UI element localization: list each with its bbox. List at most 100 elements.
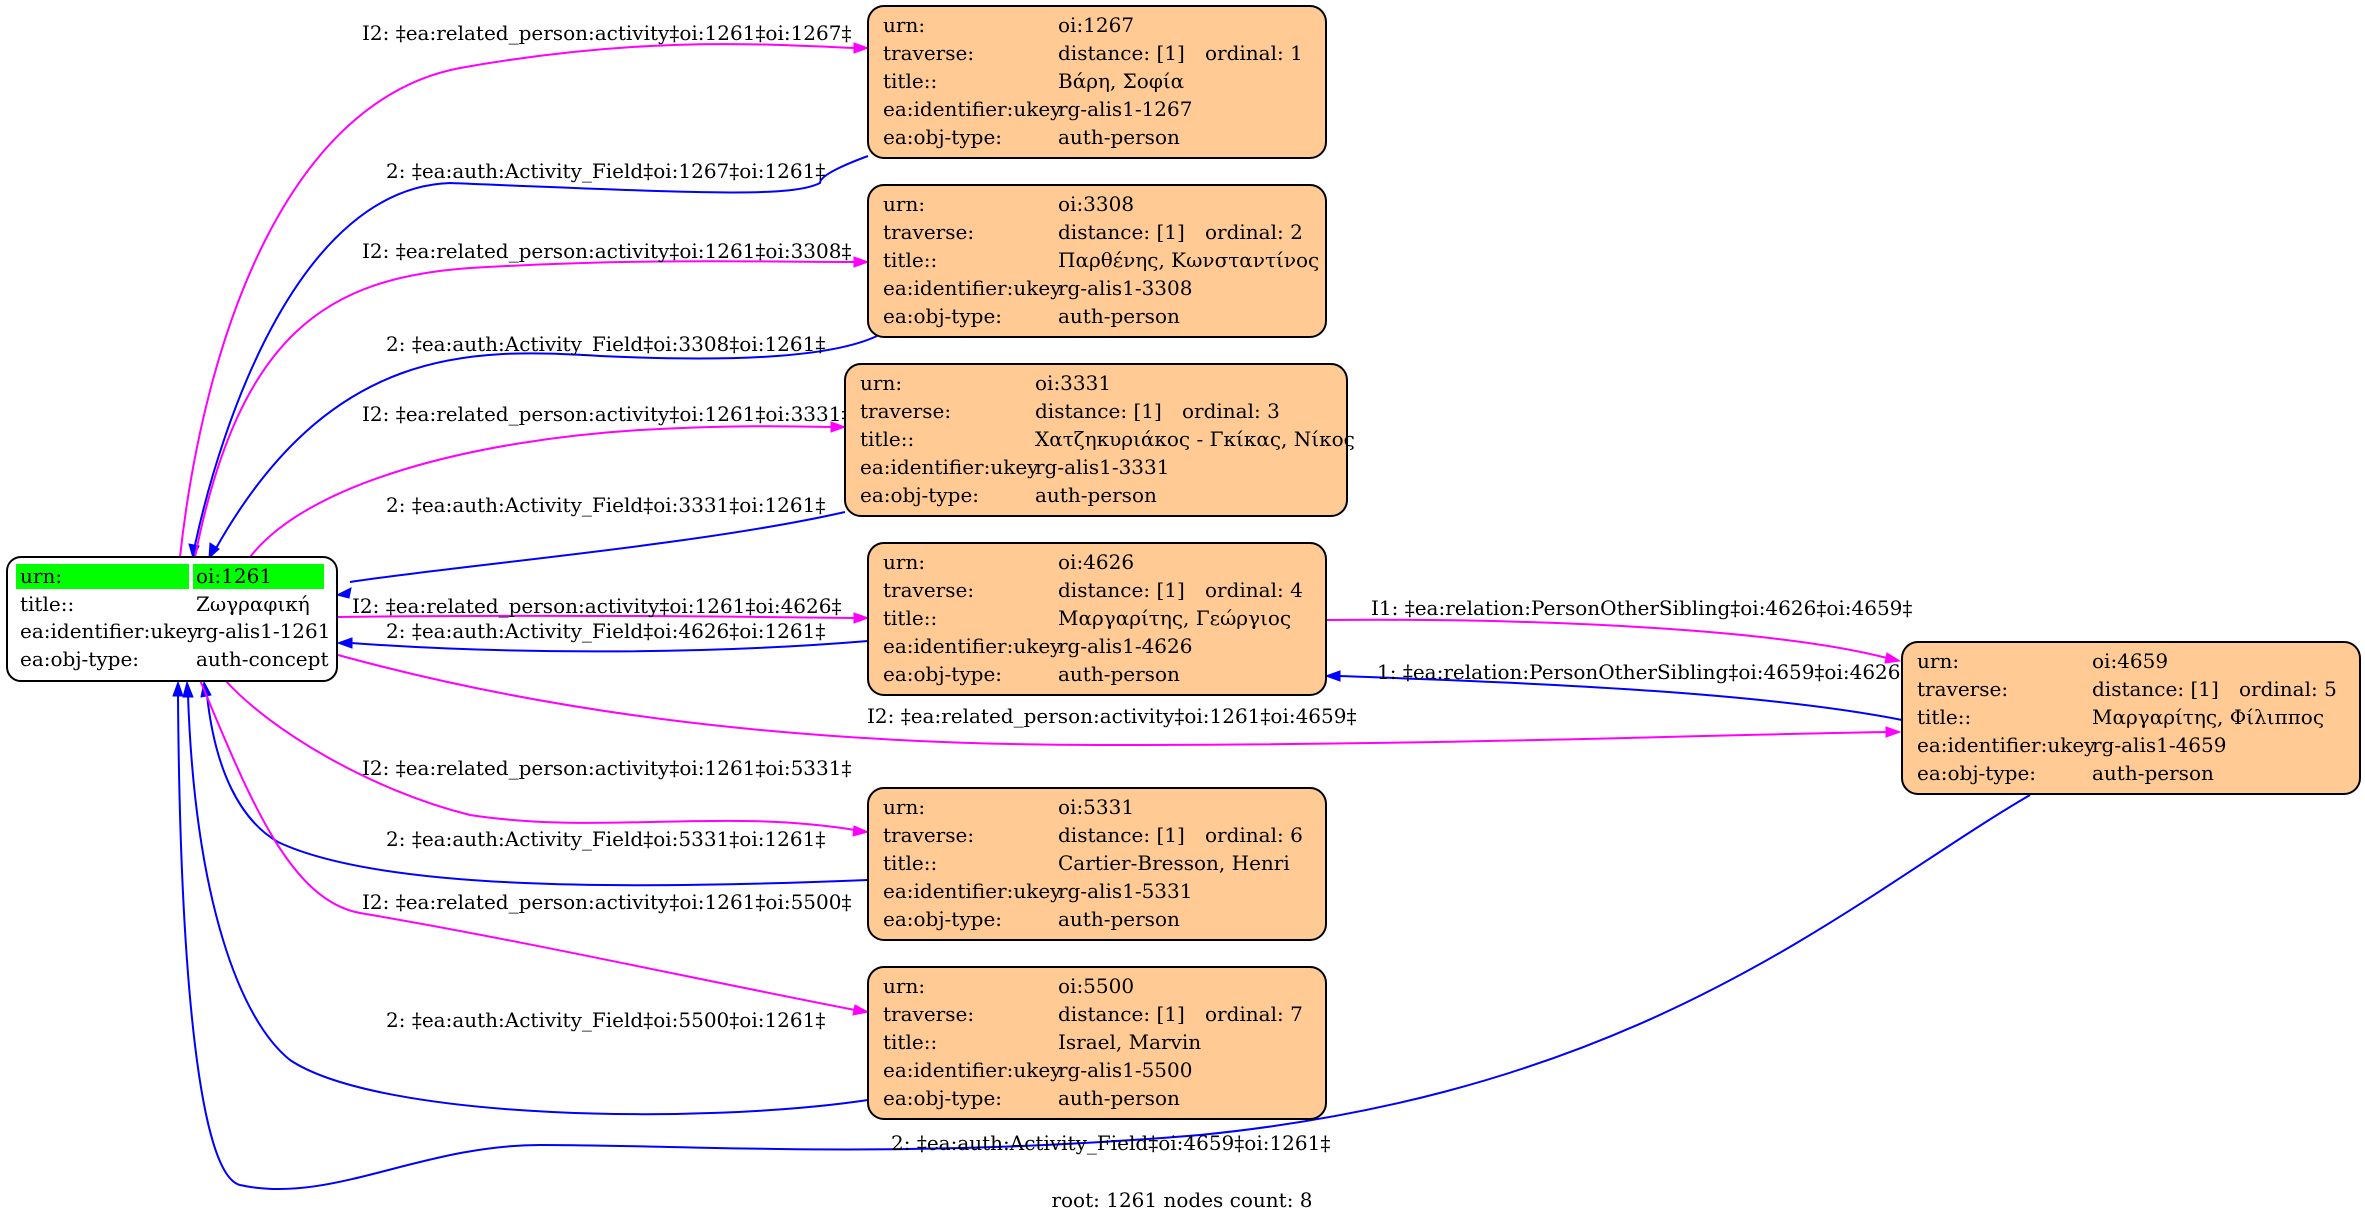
edge-related-1261-3331 — [249, 425, 833, 558]
row-key: traverse: — [883, 1002, 974, 1026]
row-key: title:: — [883, 1030, 937, 1054]
row-value: rg-alis1-5331 — [1058, 879, 1192, 903]
row-value: Βάρη, Σοφία — [1058, 69, 1184, 93]
row-value: oi:1267 — [1058, 13, 1134, 37]
graph-footer: root: 1261 nodes count: 8 — [1051, 1188, 1312, 1212]
edge-label: I2: ‡ea:related_person:activity‡oi:1261‡… — [867, 704, 1356, 728]
row-value: ordinal: 5 — [2239, 677, 2337, 701]
edge-label: I2: ‡ea:related_person:activity‡oi:1261‡… — [362, 21, 851, 45]
row-key: title:: — [883, 248, 937, 272]
person-node-4626[interactable]: urn: oi:4626 traverse: distance: [1] ord… — [867, 542, 1327, 696]
edge-label: 2: ‡ea:auth:Activity_Field‡oi:4626‡oi:12… — [386, 619, 825, 643]
row-value: auth-person — [2092, 761, 2214, 785]
row-key: urn: — [883, 974, 925, 998]
row-value: rg-alis1-4659 — [2092, 733, 2226, 757]
row-key: ea:identifier:ukey — [883, 276, 1062, 300]
row-key: urn: — [1917, 649, 1959, 673]
edge-label: I2: ‡ea:related_person:activity‡oi:1261‡… — [362, 239, 851, 263]
row-value: oi:3308 — [1058, 192, 1134, 216]
row-key: traverse: — [1917, 677, 2008, 701]
arrowhead — [336, 637, 353, 649]
row-key: ea:obj-type: — [1917, 761, 2036, 785]
row-key: traverse: — [883, 578, 974, 602]
row-value: Μαργαρίτης, Γεώργιος — [1058, 606, 1291, 630]
arrowhead — [853, 256, 870, 268]
edge-label: I2: ‡ea:related_person:activity‡oi:1261‡… — [362, 402, 851, 426]
person-node-3331[interactable]: urn: oi:3331 traverse: distance: [1] ord… — [844, 363, 1355, 517]
edge-label: I2: ‡ea:related_person:activity‡oi:1261‡… — [362, 890, 851, 914]
person-node-4659[interactable]: urn: oi:4659 traverse: distance: [1] ord… — [1901, 641, 2361, 795]
row-value: oi:5500 — [1058, 974, 1134, 998]
row-value: auth-person — [1058, 304, 1180, 328]
person-node-3308[interactable]: urn: oi:3308 traverse: distance: [1] ord… — [867, 184, 1327, 338]
row-key: traverse: — [883, 823, 974, 847]
row-value: auth-person — [1035, 483, 1157, 507]
row-key: title:: — [883, 851, 937, 875]
edge-related-1261-5331 — [224, 679, 856, 831]
row-value: rg-alis1-3331 — [1035, 455, 1169, 479]
row-value: rg-alis1-3308 — [1058, 276, 1192, 300]
edge-sibling-4659-4626 — [1339, 675, 1903, 721]
row-key: urn: — [860, 371, 902, 395]
edge-labels-layer: I2: ‡ea:related_person:activity‡oi:1261‡… — [352, 21, 1912, 1155]
row-key: ea:identifier:ukey — [883, 634, 1062, 658]
row-value: rg-alis1-5500 — [1058, 1058, 1192, 1082]
person-node-1267[interactable]: urn: oi:1267 traverse: distance: [1] ord… — [867, 5, 1327, 159]
arrowhead — [172, 680, 184, 697]
row-value: distance: [1] — [1058, 220, 1185, 244]
edges-layer — [172, 42, 2031, 1190]
row-value: oi:4659 — [2092, 649, 2168, 673]
row-value: auth-person — [1058, 907, 1180, 931]
edge-activity-5500-1261 — [187, 694, 869, 1116]
row-key: ea:identifier:ukey — [860, 455, 1039, 479]
row-key: ea:obj-type: — [883, 907, 1002, 931]
edge-related-1261-4626 — [337, 614, 856, 619]
edge-label: 2: ‡ea:auth:Activity_Field‡oi:5500‡oi:12… — [386, 1008, 825, 1032]
edge-activity-4626-1261 — [350, 640, 869, 653]
row-key: urn: — [883, 13, 925, 37]
arrowhead — [853, 42, 870, 54]
row-value: auth-person — [1058, 125, 1180, 149]
edge-related-1261-4659 — [337, 654, 1888, 747]
row-value: ordinal: 7 — [1205, 1002, 1303, 1026]
row-key: urn: — [883, 192, 925, 216]
row-value: ordinal: 1 — [1205, 41, 1303, 65]
root-urn-key-highlight — [16, 564, 189, 589]
edge-label: 2: ‡ea:auth:Activity_Field‡oi:3331‡oi:12… — [386, 493, 825, 517]
edge-label: 2: ‡ea:auth:Activity_Field‡oi:3308‡oi:12… — [386, 332, 825, 356]
row-key: urn: — [883, 795, 925, 819]
row-key: title:: — [883, 606, 937, 630]
row-key: ea:identifier:ukey — [1917, 733, 2096, 757]
arrowhead — [335, 587, 352, 599]
row-key: urn: — [883, 550, 925, 574]
edge-activity-1267-1261 — [194, 155, 869, 546]
root-urn-value-highlight — [193, 564, 324, 589]
row-key: urn: — [20, 564, 62, 588]
arrowhead — [208, 542, 220, 560]
edge-related-1261-3308 — [194, 260, 856, 558]
edge-label: 2: ‡ea:auth:Activity_Field‡oi:4659‡oi:12… — [891, 1131, 1330, 1155]
row-value: distance: [1] — [1058, 41, 1185, 65]
person-node-5500[interactable]: urn: oi:5500 traverse: distance: [1] ord… — [867, 966, 1327, 1120]
row-value: ordinal: 4 — [1205, 578, 1303, 602]
row-value: Μαργαρίτης, Φίλιππος — [2092, 705, 2324, 729]
edge-label: I2: ‡ea:related_person:activity‡oi:1261‡… — [362, 756, 851, 780]
edge-label: 2: ‡ea:auth:Activity_Field‡oi:5331‡oi:12… — [386, 827, 825, 851]
row-key: ea:identifier:ukey — [883, 879, 1062, 903]
row-value: oi:5331 — [1058, 795, 1134, 819]
arrowhead — [1885, 726, 1902, 738]
row-key: ea:obj-type: — [883, 304, 1002, 328]
row-value: oi:3331 — [1035, 371, 1111, 395]
row-key: title:: — [860, 427, 914, 451]
edge-label: I2: ‡ea:related_person:activity‡oi:1261‡… — [352, 594, 841, 618]
root-node[interactable]: urn: oi:1261 title:: Ζωγραφική ea:identi… — [6, 556, 338, 682]
person-node-5331[interactable]: urn: oi:5331 traverse: distance: [1] ord… — [867, 787, 1327, 941]
row-key: traverse: — [883, 220, 974, 244]
row-key: title:: — [20, 592, 74, 616]
row-value: Χατζηκυριάκος - Γκίκας, Νίκος — [1035, 427, 1355, 451]
arrowhead — [853, 612, 870, 624]
row-value: distance: [1] — [1058, 578, 1185, 602]
arrowhead — [1884, 652, 1902, 664]
row-value: rg-alis1-1261 — [196, 619, 330, 643]
